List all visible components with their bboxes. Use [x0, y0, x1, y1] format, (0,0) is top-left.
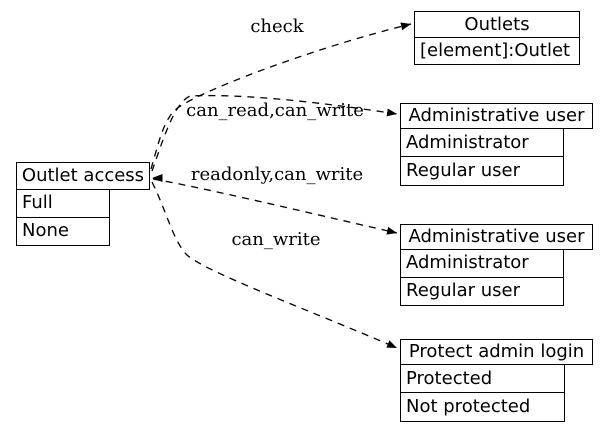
node-row: Protected	[400, 363, 565, 394]
node-row: Regular user	[400, 156, 564, 186]
node-header: Outlet access	[16, 162, 150, 190]
edge-can-read-can-write	[151, 94, 398, 172]
node-row: Not protected	[400, 392, 565, 422]
node-row: [element]:Outlet	[414, 36, 580, 65]
edge-label-check: check	[250, 16, 304, 37]
node-row: Administrator	[400, 248, 564, 278]
node-row: None	[16, 216, 110, 246]
edge-label-readonly-can-write: readonly,can_write	[190, 164, 364, 185]
node-row: Full	[16, 188, 110, 218]
node-header: Administrative user	[400, 224, 593, 250]
edge-label-can-read-can-write: can_read,can_write	[186, 100, 364, 121]
node-header: Protect admin login	[400, 339, 593, 365]
node-header: Administrative user	[400, 103, 593, 129]
node-row: Administrator	[400, 127, 564, 158]
edge-can-write	[151, 181, 398, 349]
arrowhead-into-outlet-access-icon	[152, 174, 163, 182]
edge-readonly-can-write	[152, 178, 398, 235]
edge-label-can-write: can_write	[231, 229, 321, 250]
node-header: Outlets	[414, 11, 580, 38]
node-row: Regular user	[400, 276, 564, 306]
edge-check	[150, 22, 412, 170]
